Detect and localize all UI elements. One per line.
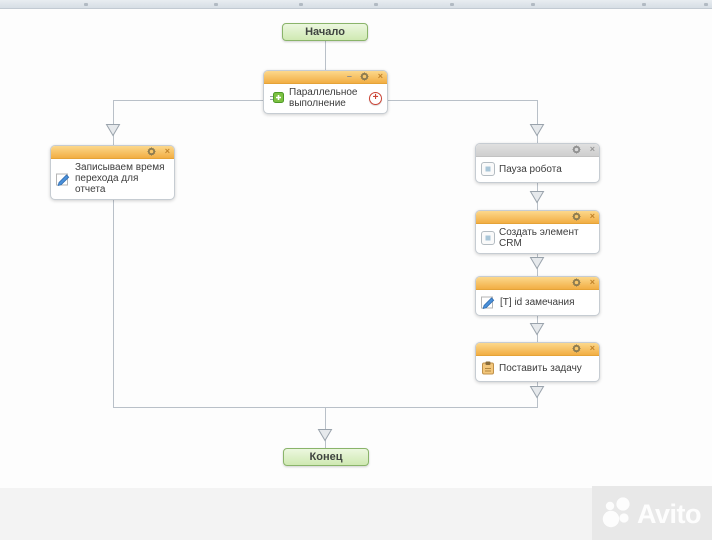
- toolbar-fragment: [374, 3, 378, 6]
- toolbar-fragment: [299, 3, 303, 6]
- gear-icon[interactable]: [572, 277, 582, 288]
- node-end[interactable]: Конец: [283, 448, 369, 466]
- gear-icon[interactable]: [360, 71, 370, 82]
- flow-arrow-down-icon: [529, 322, 545, 336]
- avito-logo-icon: [602, 495, 634, 534]
- gear-icon[interactable]: [572, 343, 582, 354]
- gear-icon[interactable]: [147, 146, 157, 157]
- connector-line: [113, 100, 114, 145]
- node-body: Поставить задачу: [476, 356, 599, 381]
- node-header: ×: [51, 146, 174, 159]
- watermark: Avito: [602, 492, 702, 536]
- flow-arrow-down-icon: [529, 123, 545, 137]
- node-header: ×: [476, 144, 599, 157]
- close-icon[interactable]: ×: [589, 144, 595, 154]
- toolbar-fragment: [704, 3, 708, 6]
- connector-line: [113, 100, 263, 101]
- watermark-brand-text: Avito: [637, 499, 702, 529]
- node-body: [T] id замечания: [476, 290, 599, 315]
- toolbar-fragment: [214, 3, 218, 6]
- node-title: Записываем время перехода для отчета: [75, 162, 165, 195]
- toolbar-fragment: [450, 3, 454, 6]
- node-title: Параллельное выполнение: [289, 87, 358, 109]
- flow-arrow-down-icon: [529, 385, 545, 399]
- connector-line: [325, 407, 326, 448]
- close-icon[interactable]: ×: [589, 211, 595, 221]
- flow-arrow-down-icon: [529, 256, 545, 270]
- node-set-task[interactable]: × Поставить задачу: [475, 342, 600, 382]
- node-remark-id[interactable]: × [T] id замечания: [475, 276, 600, 316]
- gear-icon[interactable]: [572, 211, 582, 222]
- minimize-icon[interactable]: –: [346, 71, 352, 81]
- node-title: Поставить задачу: [499, 362, 582, 374]
- gear-icon[interactable]: [572, 144, 582, 155]
- node-header: ×: [476, 343, 599, 356]
- connector-line: [387, 100, 537, 101]
- node-pause-robot[interactable]: × Пауза робота: [475, 143, 600, 183]
- node-write-time[interactable]: × Записываем время перехода для отчета: [50, 145, 175, 200]
- edit-document-icon: [481, 295, 496, 309]
- top-toolbar[interactable]: [0, 0, 712, 9]
- flow-arrow-down-icon: [529, 190, 545, 204]
- node-header: ×: [476, 211, 599, 224]
- node-start[interactable]: Начало: [282, 23, 368, 41]
- flow-arrow-down-icon: [105, 123, 121, 137]
- node-header: ×: [476, 277, 599, 290]
- node-title: [T] id замечания: [500, 296, 575, 308]
- node-title: Создать элемент CRM: [499, 227, 579, 249]
- toolbar-fragment: [642, 3, 646, 6]
- robot-action-icon: [481, 231, 495, 245]
- connector-line: [113, 181, 114, 407]
- node-title: Пауза робота: [499, 163, 562, 175]
- close-icon[interactable]: ×: [589, 277, 595, 287]
- node-body: Параллельное выполнение +: [264, 84, 387, 113]
- connector-line: [325, 39, 326, 70]
- add-branch-button[interactable]: +: [369, 91, 382, 105]
- node-header: – ×: [264, 71, 387, 84]
- parallel-execution-icon: [269, 91, 285, 105]
- close-icon[interactable]: ×: [589, 343, 595, 353]
- toolbar-fragment: [84, 3, 88, 6]
- task-clipboard-icon: [481, 361, 495, 375]
- node-create-crm[interactable]: × Создать элемент CRM: [475, 210, 600, 254]
- connector-line: [537, 100, 538, 143]
- node-body: Записываем время перехода для отчета: [51, 159, 174, 199]
- flow-arrow-down-icon: [317, 428, 333, 442]
- close-icon[interactable]: ×: [377, 71, 383, 81]
- node-body: Пауза робота: [476, 157, 599, 182]
- node-parallel-execution[interactable]: – × Параллельное выполнение +: [263, 70, 388, 114]
- node-body: Создать элемент CRM: [476, 224, 599, 253]
- robot-action-icon: [481, 162, 495, 176]
- close-icon[interactable]: ×: [164, 146, 170, 156]
- edit-document-icon: [56, 172, 71, 186]
- toolbar-fragment: [531, 3, 535, 6]
